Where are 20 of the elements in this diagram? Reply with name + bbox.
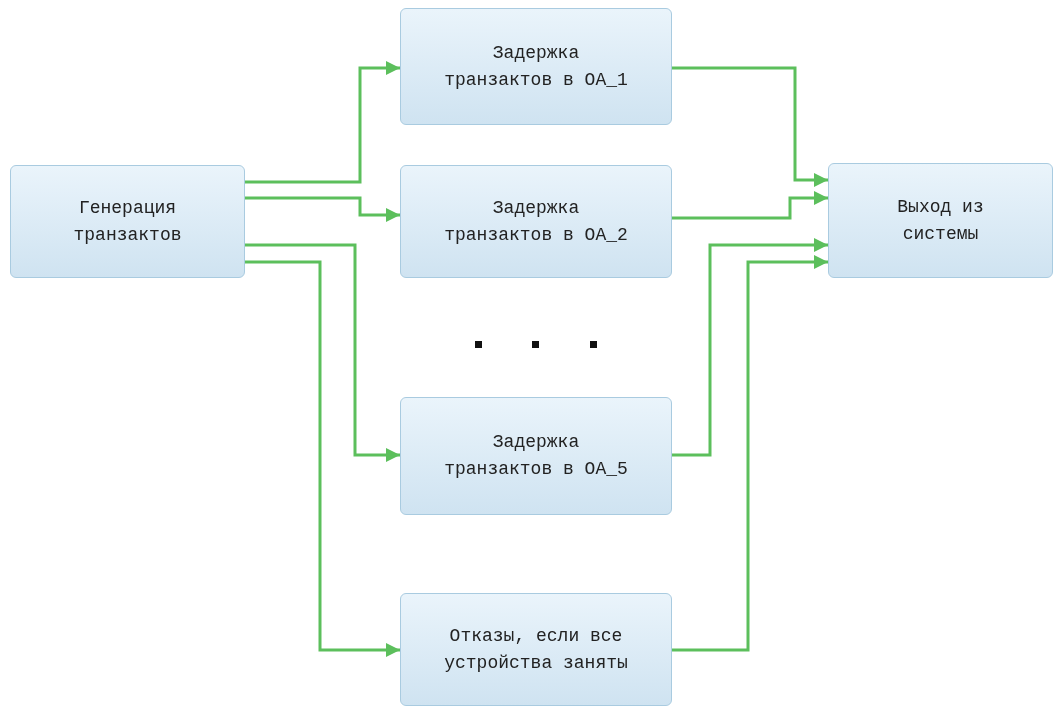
node-label: Генерация транзактов	[72, 196, 183, 247]
arrow	[672, 66, 828, 187]
node-label: Задержка транзактов в OA_2	[443, 196, 629, 247]
node-label: Задержка транзактов в OA_1	[443, 41, 629, 92]
process-box	[10, 165, 245, 278]
arrow	[245, 260, 400, 657]
node-label: Отказы, если все устройства заняты	[443, 624, 629, 675]
process-box	[400, 8, 672, 125]
process-box	[400, 397, 672, 515]
arrow	[245, 196, 400, 222]
arrow	[672, 191, 828, 220]
arrow	[245, 61, 400, 184]
arrow	[245, 243, 400, 462]
arrow	[672, 255, 828, 652]
process-box	[400, 593, 672, 706]
arrow	[672, 238, 828, 457]
node-label: Задержка транзактов в OA_5	[443, 431, 629, 481]
node-label: Выход из системы	[896, 195, 985, 246]
process-box	[828, 163, 1053, 278]
process-box	[400, 165, 672, 278]
